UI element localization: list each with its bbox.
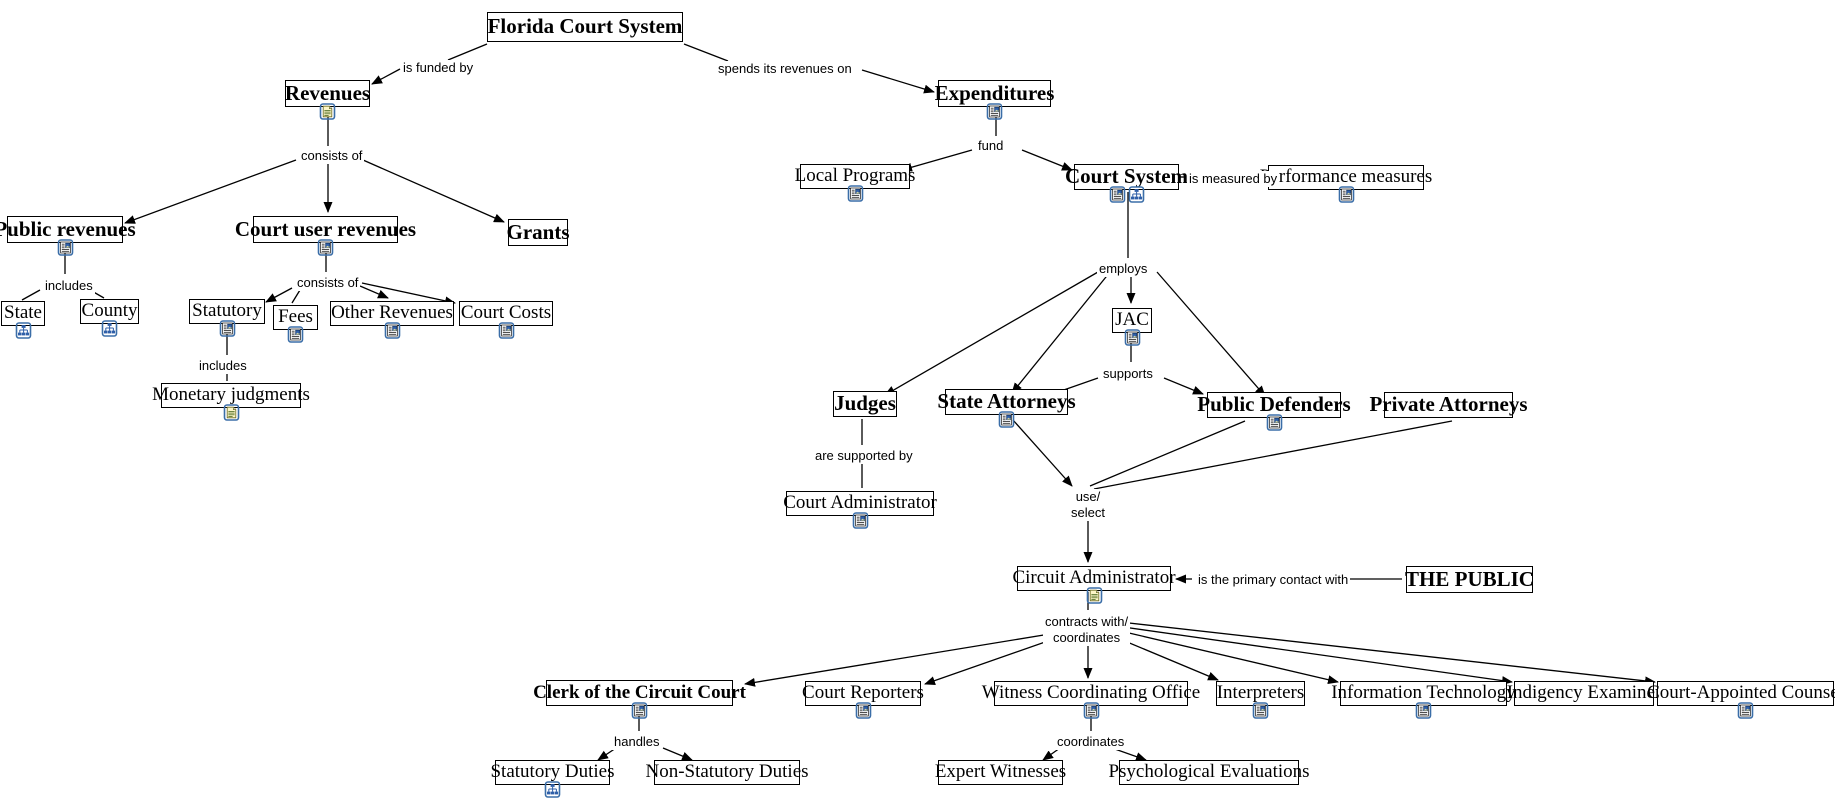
link-label-handles[interactable]: handles bbox=[612, 734, 662, 750]
document-with-image-icon[interactable] bbox=[847, 185, 864, 202]
concept-node-judges[interactable]: Judges bbox=[833, 391, 897, 417]
concept-node-statutory[interactable]: Statutory bbox=[189, 299, 265, 324]
document-with-image-icon[interactable] bbox=[1083, 702, 1100, 719]
concept-node-circuit-administrator[interactable]: Circuit Administrator bbox=[1012, 566, 1176, 591]
link-label-are-supported-by[interactable]: are supported by bbox=[813, 448, 915, 464]
concept-node-the-public[interactable]: THE PUBLIC bbox=[1405, 566, 1534, 593]
document-with-image-icon[interactable] bbox=[998, 411, 1015, 428]
link-label-supports[interactable]: supports bbox=[1101, 366, 1155, 382]
document-with-image-icon[interactable] bbox=[317, 239, 334, 256]
note-document-icon[interactable] bbox=[319, 103, 336, 120]
document-with-image-icon[interactable] bbox=[1109, 186, 1126, 203]
concept-node-other-revenues[interactable]: Other Revenues bbox=[330, 301, 454, 326]
concept-node-indigency-examiner[interactable]: Indigency Examiner bbox=[1507, 681, 1661, 706]
concept-node-public-revenues[interactable]: Public revenues bbox=[0, 216, 136, 243]
concept-node-interpreters[interactable]: Interpreters bbox=[1216, 681, 1305, 706]
document-with-image-icon[interactable] bbox=[631, 702, 648, 719]
link-label-is-funded-by[interactable]: is funded by bbox=[401, 60, 476, 76]
document-with-image-icon[interactable] bbox=[219, 320, 236, 337]
document-with-image-icon[interactable] bbox=[1415, 702, 1432, 719]
hierarchy-tree-icon[interactable] bbox=[1128, 186, 1145, 203]
concept-node-court-system[interactable]: Court System bbox=[1064, 164, 1189, 190]
document-with-image-icon[interactable] bbox=[1737, 702, 1754, 719]
concept-node-fees[interactable]: Fees bbox=[273, 305, 318, 330]
document-with-image-icon[interactable] bbox=[1266, 414, 1283, 431]
concept-node-court-costs[interactable]: Court Costs bbox=[459, 301, 553, 326]
document-with-image-icon[interactable] bbox=[1252, 702, 1269, 719]
concept-node-private-attorneys[interactable]: Private Attorneys bbox=[1369, 392, 1528, 418]
link-label-use-select[interactable]: use/select bbox=[1069, 489, 1107, 521]
concept-node-court-administrator[interactable]: Court Administrator bbox=[783, 491, 937, 516]
document-with-image-icon[interactable] bbox=[855, 702, 872, 719]
concept-node-court-reporters[interactable]: Court Reporters bbox=[802, 681, 924, 706]
link-label-includes-statutory[interactable]: includes bbox=[197, 358, 249, 374]
concept-node-statutory-duties[interactable]: Statutory Duties bbox=[490, 760, 615, 785]
concept-node-information-technology[interactable]: Information Technology bbox=[1331, 681, 1516, 706]
link-label-is-measured-by[interactable]: is measured by bbox=[1187, 171, 1280, 187]
concept-node-non-statutory-duties[interactable]: Non-Statutory Duties bbox=[645, 760, 809, 785]
hierarchy-tree-icon[interactable] bbox=[101, 320, 118, 337]
concept-node-county[interactable]: County bbox=[80, 299, 139, 324]
link-label-is-the-primary-contact-with[interactable]: is the primary contact with bbox=[1196, 572, 1351, 588]
link-label-includes-public[interactable]: includes bbox=[43, 278, 95, 294]
document-with-image-icon[interactable] bbox=[287, 326, 304, 343]
concept-node-jac[interactable]: JAC bbox=[1112, 308, 1152, 333]
link-label-employs[interactable]: employs bbox=[1097, 261, 1150, 277]
link-label-spends-its-revenues-on[interactable]: spends its revenues on bbox=[716, 61, 854, 77]
document-with-image-icon[interactable] bbox=[852, 512, 869, 529]
concept-node-court-appointed-counsel[interactable]: Court-Appointed Counsel bbox=[1647, 681, 1835, 706]
document-with-image-icon[interactable] bbox=[498, 322, 515, 339]
document-with-image-icon[interactable] bbox=[1338, 186, 1355, 203]
concept-node-expenditures[interactable]: Expenditures bbox=[935, 80, 1054, 107]
concept-node-monetary-judgments[interactable]: Monetary judgments bbox=[152, 383, 310, 408]
concept-node-witness-coordinating-office[interactable]: Witness Coordinating Office bbox=[982, 681, 1200, 706]
link-label-consists-of-revenues[interactable]: consists of bbox=[299, 148, 365, 164]
concept-node-clerk-of-the-circuit-court[interactable]: Clerk of the Circuit Court bbox=[533, 680, 746, 706]
concept-node-grants[interactable]: Grants bbox=[507, 219, 570, 246]
link-label-fund[interactable]: fund bbox=[976, 138, 1006, 154]
link-label-coordinates-witness[interactable]: coordinates bbox=[1055, 734, 1127, 750]
document-with-image-icon[interactable] bbox=[384, 322, 401, 339]
note-document-icon[interactable] bbox=[223, 404, 240, 421]
document-with-image-icon[interactable] bbox=[57, 239, 74, 256]
concept-node-local-programs[interactable]: Local Programs bbox=[795, 164, 915, 189]
link-label-contracts-with-coordinates[interactable]: contracts with/coordinates bbox=[1043, 614, 1131, 646]
concept-node-psychological-evaluations[interactable]: Psychological Evaluations bbox=[1108, 760, 1310, 785]
document-with-image-icon[interactable] bbox=[1124, 329, 1141, 346]
concept-node-florida-court-system[interactable]: Florida Court System bbox=[487, 12, 683, 42]
hierarchy-tree-icon[interactable] bbox=[15, 322, 32, 339]
link-label-consists-of-court-user[interactable]: consists of bbox=[295, 275, 361, 291]
concept-node-expert-witnesses[interactable]: Expert Witnesses bbox=[935, 760, 1066, 785]
concept-node-revenues[interactable]: Revenues bbox=[285, 80, 370, 107]
concept-node-performance-measures[interactable]: Performance measures bbox=[1260, 165, 1432, 190]
note-document-icon[interactable] bbox=[1086, 587, 1103, 604]
concept-node-state[interactable]: State bbox=[1, 301, 45, 326]
document-with-image-icon[interactable] bbox=[986, 103, 1003, 120]
hierarchy-tree-icon[interactable] bbox=[544, 781, 561, 798]
